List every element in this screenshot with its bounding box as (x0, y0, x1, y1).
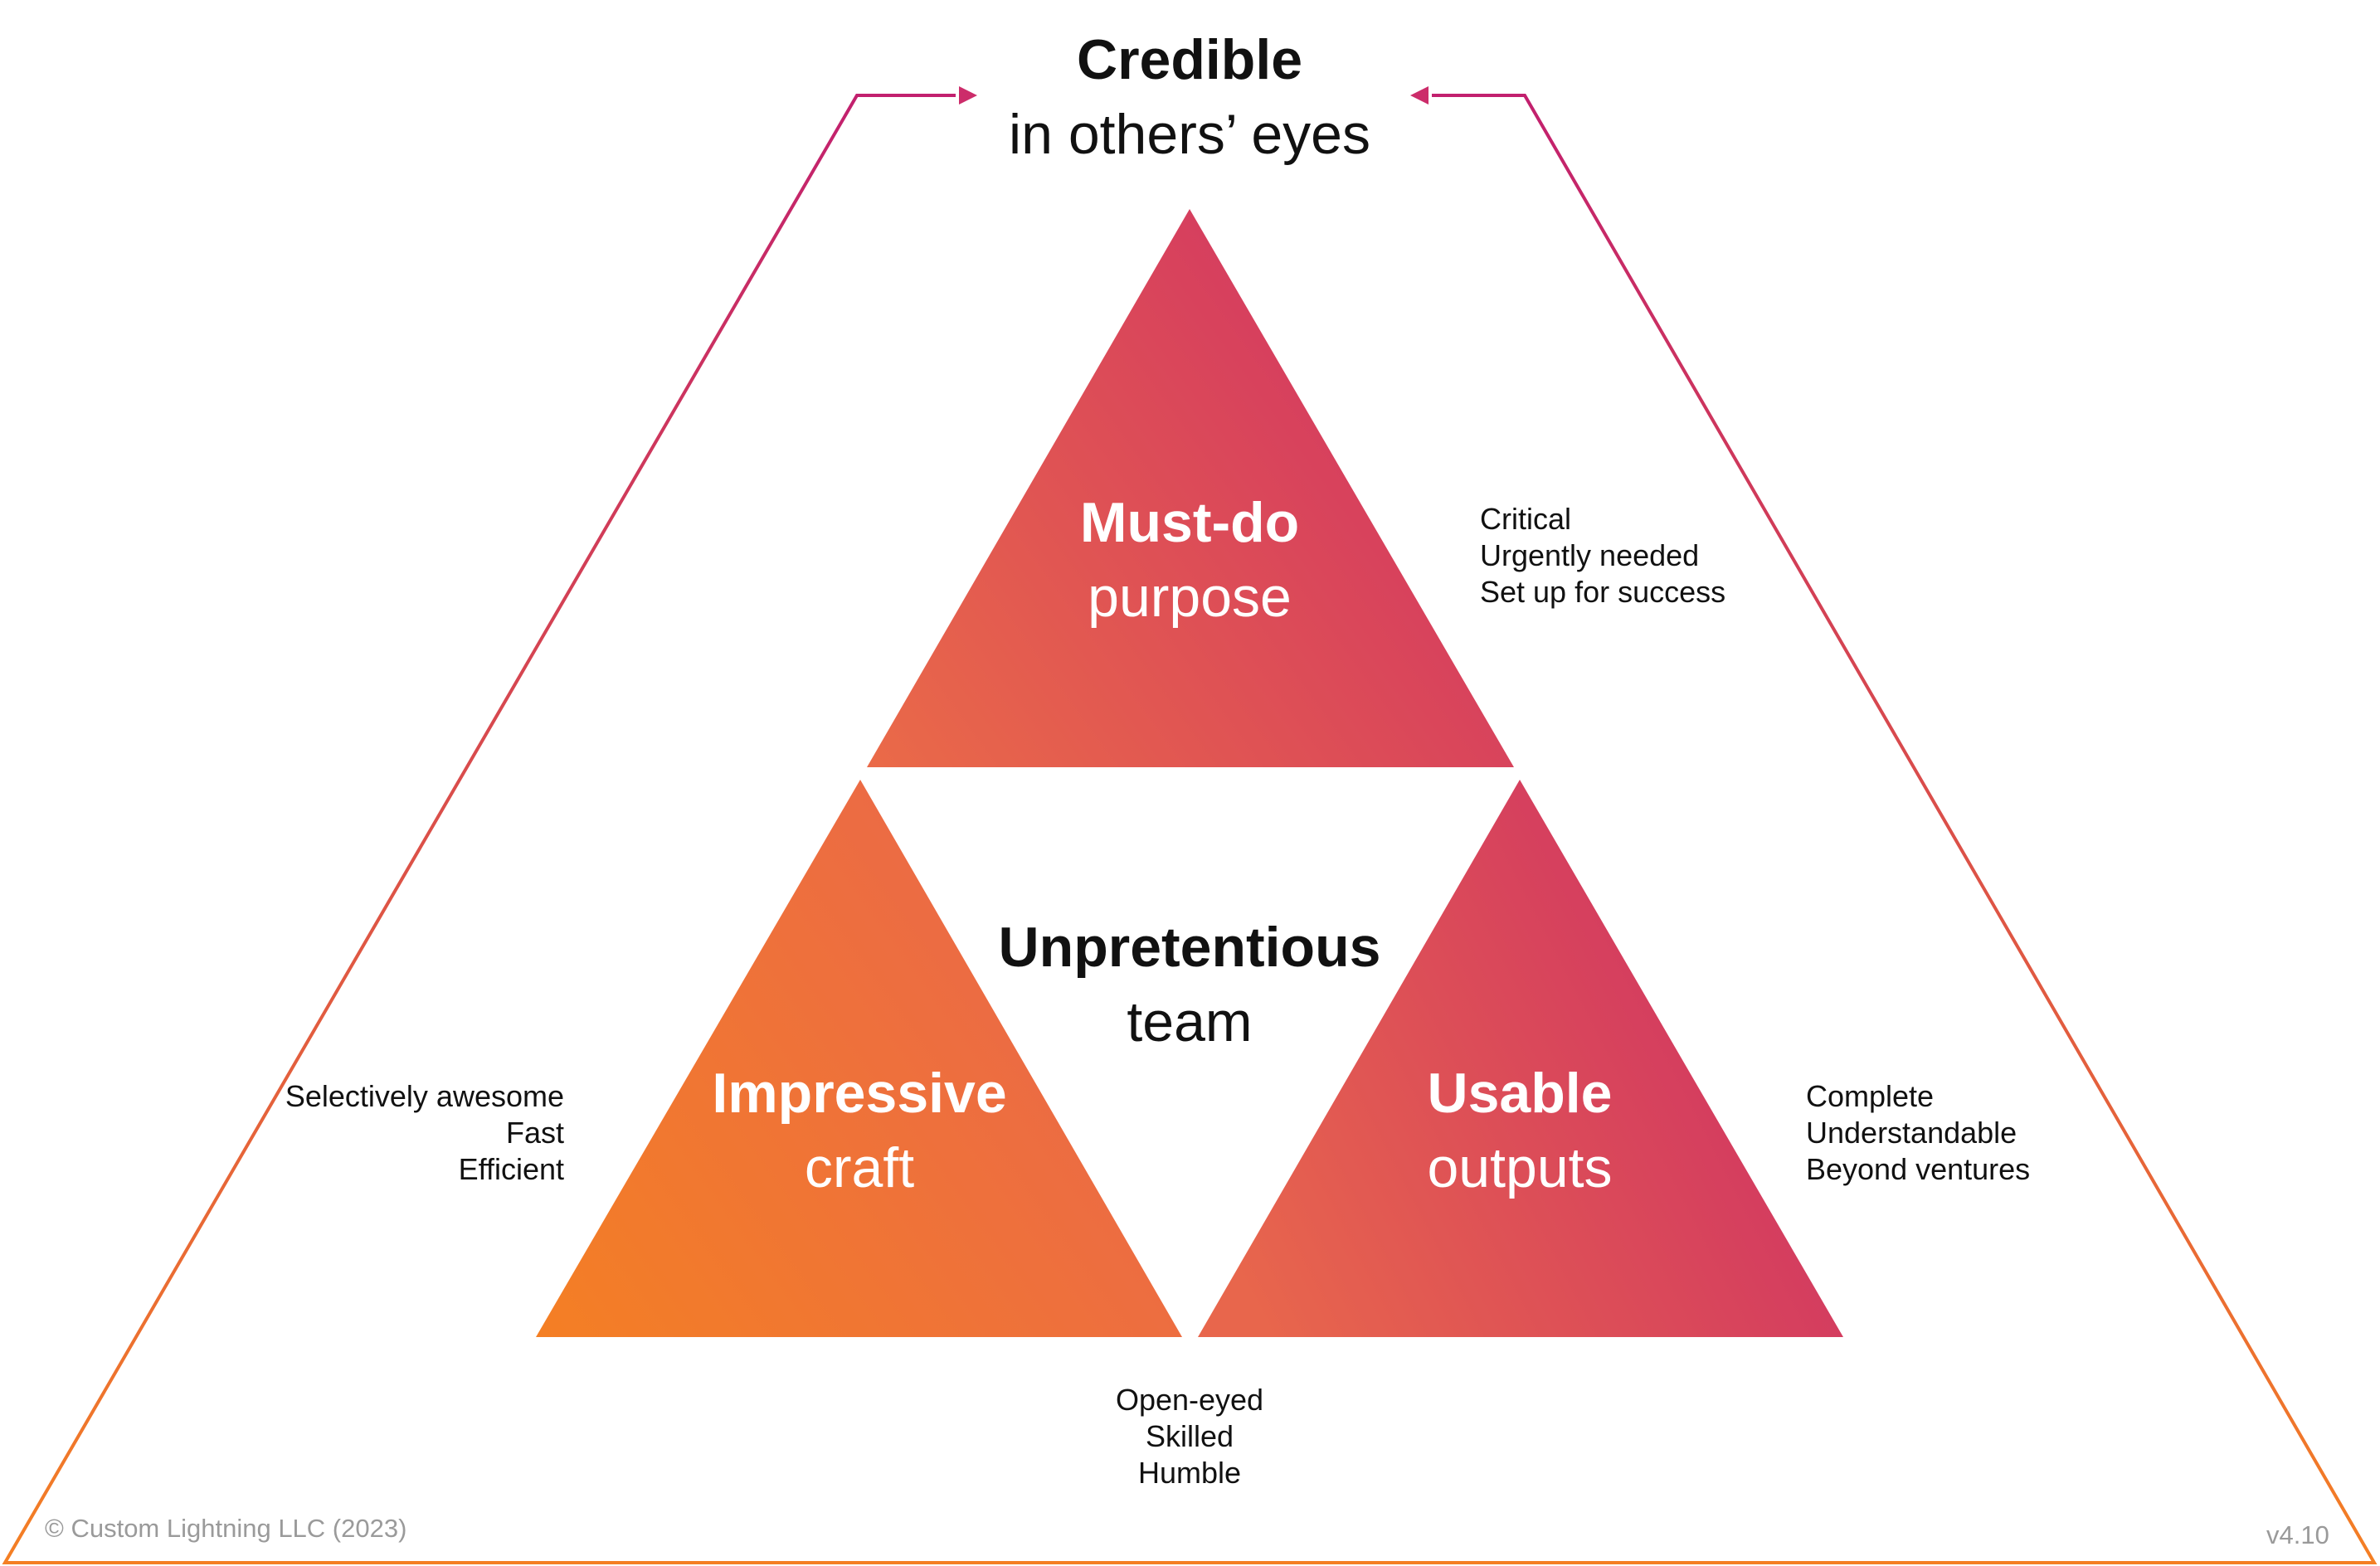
usable-title: Usable (1427, 1062, 1613, 1125)
team-item: Humble (1137, 1456, 1242, 1490)
purpose-item: Set up for success (1480, 575, 1726, 609)
purpose-item: Urgently needed (1480, 538, 1700, 572)
must-do-triangle (867, 209, 1514, 767)
impressive-title: Impressive (712, 1062, 1007, 1125)
version-text: v4.10 (2266, 1520, 2329, 1549)
left-arrowhead (959, 86, 977, 105)
impressive-triangle (536, 780, 1182, 1337)
credible-subtitle: in others’ eyes (1009, 103, 1370, 166)
purpose-item: Critical (1480, 502, 1572, 536)
craft-item: Fast (505, 1116, 564, 1150)
outputs-item: Understandable (1806, 1116, 2017, 1150)
usable-subtitle: outputs (1427, 1136, 1613, 1199)
craft-item: Efficient (458, 1152, 564, 1186)
team-item: Skilled (1145, 1419, 1234, 1453)
outputs-item: Complete (1806, 1079, 1935, 1113)
purpose-list: Critical Urgently needed Set up for succ… (1480, 501, 1812, 610)
outer-frame (2, 94, 2378, 1564)
must-do-title: Must-do (1079, 491, 1300, 554)
unpretentious-title: Unpretentious (998, 916, 1381, 979)
impressive-subtitle: craft (804, 1136, 915, 1199)
team-item: Open-eyed (1115, 1383, 1264, 1417)
must-do-subtitle: purpose (1088, 566, 1292, 629)
copyright-text: © Custom Lightning LLC (2023) (45, 1514, 407, 1543)
unpretentious-subtitle: team (1127, 990, 1253, 1053)
credible-title: Credible (1076, 28, 1303, 91)
craft-item: Selectively awesome (285, 1079, 564, 1113)
usable-triangle (1198, 780, 1843, 1337)
team-list: Open-eyed Skilled Humble (1116, 1382, 1263, 1491)
outputs-item: Beyond ventures (1806, 1152, 2031, 1186)
craft-list: Selectively awesome Fast Efficient (232, 1078, 564, 1188)
right-arrowhead (1410, 86, 1428, 105)
outputs-list: Complete Understandable Beyond ventures (1806, 1078, 2138, 1188)
